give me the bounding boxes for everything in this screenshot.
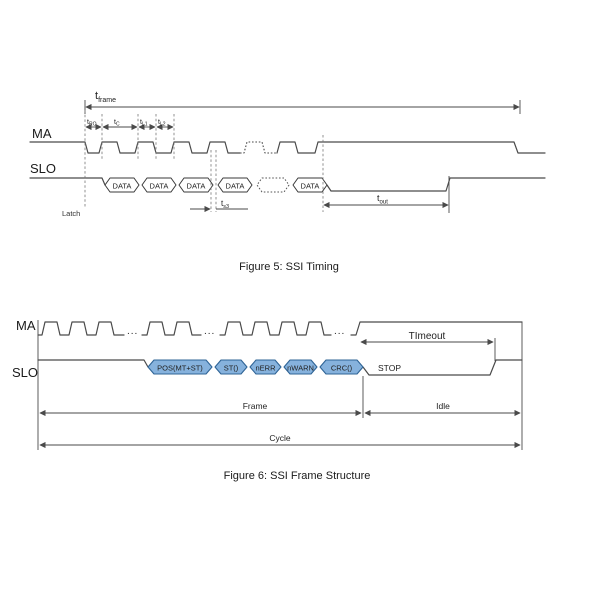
fig5-tframe-dimension: tframe [84,90,521,114]
tframe-label: tframe [95,90,116,104]
tc-label: tC [114,119,120,128]
fig5-ma-waveform [29,141,241,154]
tl1-label: tL1 [140,119,148,128]
fig6-timeout-dimension: TImeout [360,331,496,361]
fig6-ma-waveform-timeout-high [350,321,523,336]
tl2-label: tL2 [158,119,166,128]
fig6-ma-signal-label: MA [16,318,36,333]
fig5-data-blocks: DATA DATA DATA DATA DATA [104,177,328,193]
figure-6-ssi-frame-structure: MA SLO ... ... ... POS(MT+ST) ST() nERR … [12,318,523,482]
field-block-label: nWARN [287,364,314,373]
latch-label: Latch [62,209,80,218]
fig6-slo-stop-line [362,359,523,376]
data-block [292,177,328,193]
clock-continuation-ellipsis: ... [204,326,215,337]
field-block-label: nERR [255,364,276,373]
field-block-nwarn [283,359,318,375]
fig6-slo-signal-label: SLO [12,365,38,380]
fig6-ma-waveform [37,321,125,336]
field-block-pos [147,359,213,375]
data-block-continuation [256,177,290,193]
cycle-label: Cycle [269,433,291,443]
data-block [141,177,177,193]
data-block-label: DATA [150,182,169,191]
fig5-slo-idle-line [29,177,106,186]
frame-label: Frame [243,401,268,411]
fig5-ts3-dimension: ts3 [190,150,248,213]
field-block-nerr [249,359,282,375]
timeout-label: TImeout [409,331,446,342]
fig5-ma-waveform-end [276,141,546,154]
ts3-label: ts3 [221,199,229,210]
fig6-frame-field-blocks: POS(MT+ST) ST() nERR nWARN CRC() [147,359,364,375]
fig5-slo-signal-label: SLO [30,161,56,176]
field-block-label: CRC() [331,364,353,373]
fig6-frame-idle-cycle-dimensions: Frame Idle Cycle [39,401,521,449]
data-block [217,177,253,193]
fig6-ma-waveform [141,321,202,336]
figure-5-ssi-timing: MA SLO DATA DATA DATA DATA DATA tframe [29,90,546,273]
data-block-label: DATA [301,182,320,191]
fig5-clock-dimensions: tRO tC tL1 tL2 [84,110,175,208]
idle-label: Idle [436,401,450,411]
field-block-label: ST() [224,364,239,373]
data-block-label: DATA [187,182,206,191]
data-block-label: DATA [226,182,245,191]
fig5-ma-signal-label: MA [32,126,52,141]
field-block-st [214,359,248,375]
clock-continuation-ellipsis: ... [127,326,138,337]
figure-5-caption: Figure 5: SSI Timing [239,261,339,273]
stop-label: STOP [378,363,401,373]
fig6-slo-idle-line [37,359,149,368]
tro-label: tRO [87,119,97,128]
fig5-slo-end-line [326,177,546,192]
data-block-label: DATA [113,182,132,191]
tout-label: tout [377,193,388,206]
clock-continuation-ellipsis: ... [334,326,345,337]
field-block-crc [319,359,364,375]
fig6-ma-waveform [219,321,332,336]
fig5-tout-dimension: tout [322,135,450,213]
data-block [178,177,214,193]
fig5-ma-waveform-continuation [240,141,277,154]
data-block [104,177,140,193]
figure-6-caption: Figure 6: SSI Frame Structure [224,470,371,482]
field-block-label: POS(MT+ST) [157,364,203,373]
